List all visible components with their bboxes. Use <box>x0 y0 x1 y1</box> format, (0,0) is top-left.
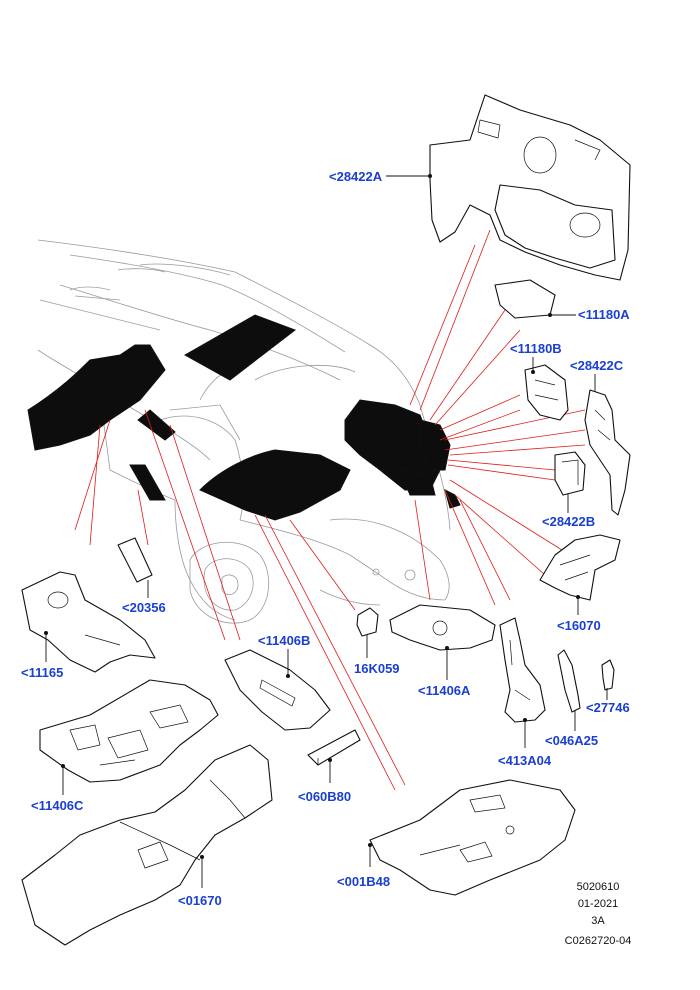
part-046A25 <box>557 649 581 713</box>
part-28422A <box>429 94 631 281</box>
callout-label-11180B[interactable]: <11180B <box>510 341 562 356</box>
callout-28422C[interactable]: <28422C <box>570 358 624 392</box>
ref-line-2: 01-2021 <box>578 898 618 910</box>
callout-label-11165[interactable]: <11165 <box>21 665 63 680</box>
ref-line-1: 5020610 <box>577 881 620 893</box>
part-11180B <box>524 364 569 421</box>
callout-28422B[interactable]: <28422B <box>542 494 595 529</box>
callout-label-413A04[interactable]: <413A04 <box>498 753 552 768</box>
callout-11406B[interactable]: <11406B <box>258 633 310 678</box>
callout-046A25[interactable]: <046A25 <box>545 710 598 748</box>
callout-label-11406A[interactable]: <11406A <box>418 683 471 698</box>
callout-label-01670[interactable]: <01670 <box>178 893 222 908</box>
callout-11165[interactable]: <11165 <box>21 631 63 680</box>
callout-27746[interactable]: <27746 <box>586 688 630 715</box>
part-001B48 <box>369 779 576 896</box>
callout-label-27746[interactable]: <27746 <box>586 700 630 715</box>
callout-11180A[interactable]: <11180A <box>550 307 630 322</box>
callout-label-11406B[interactable]: <11406B <box>258 633 310 648</box>
callout-label-28422A[interactable]: <28422A <box>329 169 383 184</box>
callout-label-20356[interactable]: <20356 <box>122 600 166 615</box>
part-01670 <box>21 744 273 946</box>
callout-16070[interactable]: <16070 <box>557 595 601 633</box>
callout-16K059[interactable]: 16K059 <box>354 635 400 676</box>
part-060B80 <box>307 729 361 766</box>
callout-label-001B48[interactable]: <001B48 <box>337 874 390 889</box>
callout-11180B[interactable]: <11180B <box>510 341 562 372</box>
part-11180A <box>494 279 556 319</box>
callout-label-28422B[interactable]: <28422B <box>542 514 595 529</box>
callout-11406C[interactable]: <11406C <box>31 764 84 813</box>
part-11406C <box>39 679 219 783</box>
part-28422B <box>554 451 586 496</box>
callout-label-046A25[interactable]: <046A25 <box>545 733 598 748</box>
ref-line-3: 3A <box>591 915 605 927</box>
red-leader-lines <box>74 229 586 791</box>
part-11406B <box>224 649 331 731</box>
callout-label-11406C[interactable]: <11406C <box>31 798 84 813</box>
callout-label-28422C[interactable]: <28422C <box>570 358 624 373</box>
part-16K059 <box>356 607 379 637</box>
part-11165 <box>21 571 156 673</box>
callout-413A04[interactable]: <413A04 <box>498 718 552 768</box>
callout-label-060B80[interactable]: <060B80 <box>298 789 351 804</box>
callout-20356[interactable]: <20356 <box>122 580 166 615</box>
callout-label-16K059[interactable]: 16K059 <box>354 661 400 676</box>
callout-01670[interactable]: <01670 <box>178 855 222 908</box>
part-11406A <box>389 604 496 651</box>
part-413A04 <box>499 617 546 723</box>
installed-parts <box>27 314 461 521</box>
callout-060B80[interactable]: <060B80 <box>298 758 351 804</box>
callout-label-16070[interactable]: <16070 <box>557 618 601 633</box>
callouts: <28422A <11180A <11180B <28422C <28422B … <box>21 169 630 908</box>
part-27746 <box>601 659 615 691</box>
part-16070 <box>539 534 621 601</box>
ref-line-4: C0262720-04 <box>565 935 632 947</box>
callout-label-11180A[interactable]: <11180A <box>578 307 630 322</box>
callout-28422A[interactable]: <28422A <box>329 169 432 184</box>
part-28422C <box>584 389 631 516</box>
callout-001B48[interactable]: <001B48 <box>337 843 390 889</box>
callout-11406A[interactable]: <11406A <box>418 646 471 698</box>
part-20356 <box>117 537 153 583</box>
reference-block: 5020610 01-2021 3A C0262720-04 <box>565 881 632 947</box>
